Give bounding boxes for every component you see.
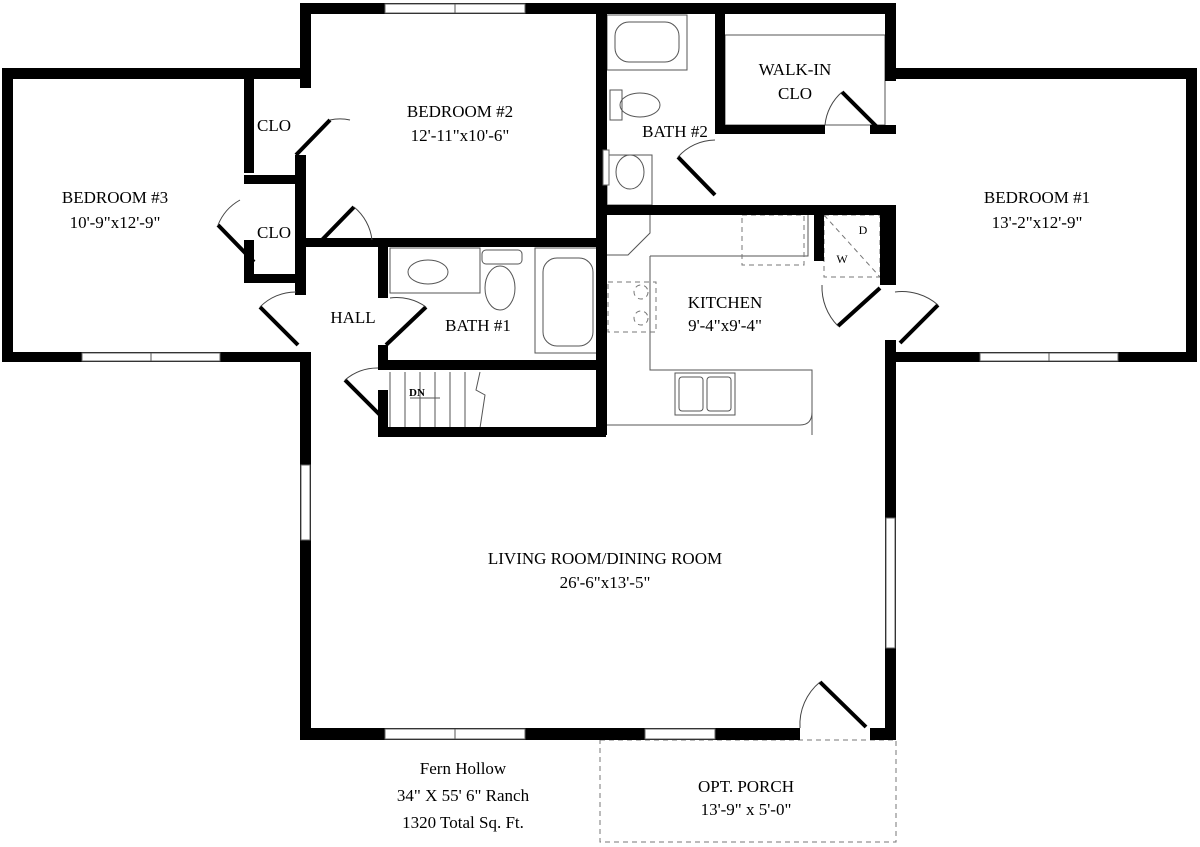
- closet-lower-label: CLO: [257, 223, 291, 242]
- living-label: LIVING ROOM/DINING ROOM: [488, 549, 722, 568]
- porch-label: OPT. PORCH: [698, 777, 794, 796]
- bath1-label: BATH #1: [445, 316, 511, 335]
- bedroom2-label: BEDROOM #2: [407, 102, 513, 121]
- walls: [2, 3, 1197, 740]
- plan-dimensions: 34" X 55' 6" Ranch: [397, 786, 530, 805]
- windows: [81, 3, 1119, 740]
- dryer-label: D: [859, 223, 868, 237]
- hall-label: HALL: [330, 308, 375, 327]
- porch-size: 13'-9" x 5'-0": [701, 800, 792, 819]
- kitchen-size: 9'-4"x9'-4": [688, 316, 762, 335]
- stairs-down-label: DN: [409, 387, 425, 399]
- walkin-label-2: CLO: [778, 84, 812, 103]
- bedroom2-size: 12'-11"x10'-6": [411, 126, 510, 145]
- doors: [216, 90, 940, 729]
- bedroom1-size: 13'-2"x12'-9": [992, 213, 1083, 232]
- plan-area: 1320 Total Sq. Ft.: [402, 813, 524, 832]
- bedroom1-label: BEDROOM #1: [984, 188, 1090, 207]
- living-size: 26'-6"x13'-5": [560, 573, 651, 592]
- kitchen-label: KITCHEN: [688, 293, 763, 312]
- bedroom3-label: BEDROOM #3: [62, 188, 168, 207]
- plan-name: Fern Hollow: [420, 759, 507, 778]
- walkin-label-1: WALK-IN: [759, 60, 832, 79]
- closet-upper-label: CLO: [257, 116, 291, 135]
- bedroom3-size: 10'-9"x12'-9": [70, 213, 161, 232]
- washer-label: W: [836, 252, 848, 266]
- bath2-label: BATH #2: [642, 122, 708, 141]
